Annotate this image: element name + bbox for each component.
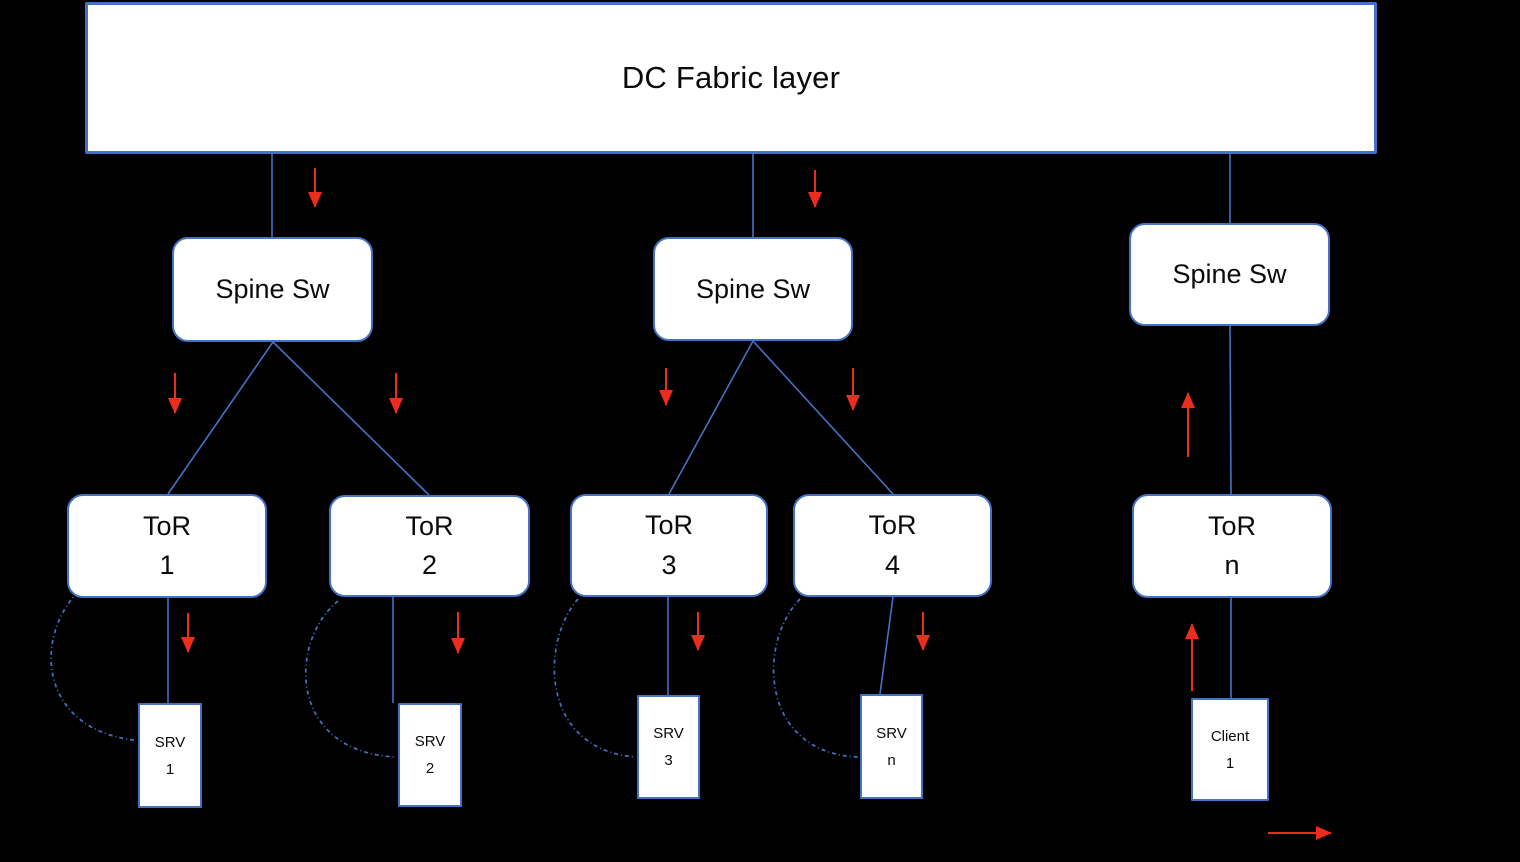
tor-label: ToR: [644, 510, 693, 541]
leaf-number: 3: [664, 752, 673, 769]
tor-label: ToR: [405, 510, 454, 541]
tor-number: 3: [661, 549, 677, 580]
node-client-1: Client 1: [1191, 698, 1269, 801]
node-spine-sw-3: Spine Sw: [1129, 223, 1330, 326]
tor-number: 1: [159, 550, 175, 580]
arc-tor3-srv3: [553, 598, 637, 758]
node-srv-1: SRV 1: [138, 703, 202, 808]
connector-spine2-tor3: [668, 340, 754, 495]
tor-number: 2: [421, 550, 438, 580]
tor-number: n: [1224, 550, 1240, 580]
connector-spine1-tor1: [167, 341, 274, 495]
leaf-number: n: [887, 751, 896, 769]
dc-fabric-label: DC Fabric layer: [621, 60, 841, 95]
node-tor-1: ToR 1: [67, 494, 267, 598]
node-dc-fabric-layer: DC Fabric layer: [85, 2, 1377, 154]
node-srv-2: SRV 2: [398, 703, 462, 807]
spine-label: Spine Sw: [215, 274, 330, 304]
leaf-label: Client: [1210, 727, 1250, 745]
node-srv-n: SRV n: [860, 694, 923, 799]
loopback-arcs: [50, 577, 859, 758]
leaf-number: 1: [1225, 754, 1235, 772]
leaf-label: SRV: [876, 724, 907, 742]
leaf-label: SRV: [653, 725, 684, 742]
node-spine-sw-1: Spine Sw: [172, 237, 373, 342]
arc-tor1-srv1: [50, 577, 135, 741]
node-spine-sw-2: Spine Sw: [653, 237, 853, 341]
tor-label: ToR: [142, 510, 191, 541]
node-tor-n: ToR n: [1132, 494, 1332, 598]
leaf-number: 1: [165, 760, 175, 778]
node-tor-3: ToR 3: [570, 494, 768, 597]
node-srv-3: SRV 3: [637, 695, 700, 799]
leaf-number: 2: [425, 760, 435, 777]
node-tor-2: ToR 2: [329, 495, 530, 597]
connector-spine2-tor4: [752, 340, 894, 495]
flow-arrows: [168, 168, 1332, 840]
connector-spine1-tor2: [272, 341, 430, 496]
spine-label: Spine Sw: [695, 273, 811, 304]
connector-spine3-torn: [1229, 325, 1232, 495]
arc-tor4-srvn: [772, 598, 859, 758]
arc-tor2-srv2: [304, 600, 397, 758]
tor-label: ToR: [1207, 510, 1256, 541]
connector-tor4-srvn: [879, 596, 894, 695]
node-tor-4: ToR 4: [793, 494, 992, 597]
tor-label: ToR: [868, 510, 917, 541]
tor-number: 4: [884, 549, 901, 580]
blue-connectors: [167, 154, 1232, 703]
leaf-label: SRV: [154, 733, 186, 751]
leaf-label: SRV: [414, 733, 446, 750]
spine-label: Spine Sw: [1172, 259, 1287, 289]
